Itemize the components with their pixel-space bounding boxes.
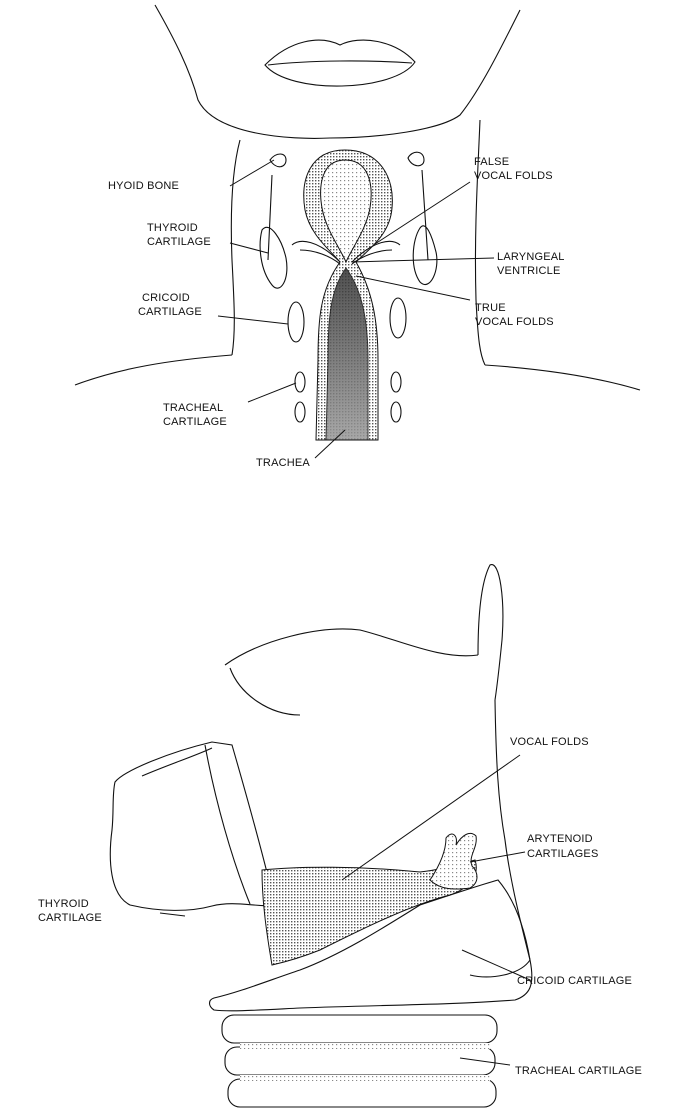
label-thyroid-cartilage-side-line2: CARTILAGE [38,912,102,925]
label-thyroid-cartilage-line2: CARTILAGE [147,236,211,249]
epiglottis-outline [478,565,503,700]
tracheal-ring-3 [228,1079,496,1107]
label-cricoid-cartilage-side: CRICOID CARTILAGE [517,975,632,988]
cricoid-cartilage-right [390,298,406,338]
label-arytenoid-cartilages-line2: CARTILAGES [527,848,599,861]
tracheal-ring-1 [222,1015,497,1043]
label-cricoid-cartilage-line2: CARTILAGE [138,306,202,319]
jaw-outline [155,5,520,138]
label-true-vocal-folds-line2: VOCAL FOLDS [475,316,554,329]
arytenoid-cartilages [430,833,477,889]
label-thyroid-cartilage-line1: THYROID [147,222,198,235]
label-vocal-folds: VOCAL FOLDS [510,736,589,749]
side-view-illustration [110,565,532,1107]
shoulder-left-outline [75,355,232,385]
thyroid-cartilage-body [110,742,275,910]
thyroid-cartilage-right [413,170,437,285]
shoulder-right-outline [485,365,640,390]
hyoid-bone-right [408,152,424,166]
thyrohyoid-outline [225,629,478,665]
label-laryngeal-ventricle-line2: VENTRICLE [497,265,561,278]
label-trachea: TRACHEA [256,457,310,470]
label-true-vocal-folds-line1: TRUE [475,302,506,315]
label-arytenoid-cartilages-line1: ARYTENOID [527,833,593,846]
cricoid-cartilage-left [288,302,304,342]
label-tracheal-cartilage-side: TRACHEAL CARTILAGE [515,1065,642,1078]
neck-left-outline [231,140,240,355]
label-hyoid-bone: HYOID BONE [108,180,179,193]
label-false-vocal-folds-line1: FALSE [474,156,509,169]
label-false-vocal-folds-line2: VOCAL FOLDS [474,170,553,183]
label-thyroid-cartilage-side-line1: THYROID [38,898,89,911]
label-laryngeal-ventricle-line1: LARYNGEAL [497,251,565,264]
tracheal-ring-2 [225,1047,495,1075]
label-tracheal-cartilage-line1: TRACHEAL [163,402,223,415]
label-tracheal-cartilage-line2: CARTILAGE [163,416,227,429]
label-cricoid-cartilage-line1: CRICOID [142,292,190,305]
thyroid-cartilage-left [260,175,287,288]
